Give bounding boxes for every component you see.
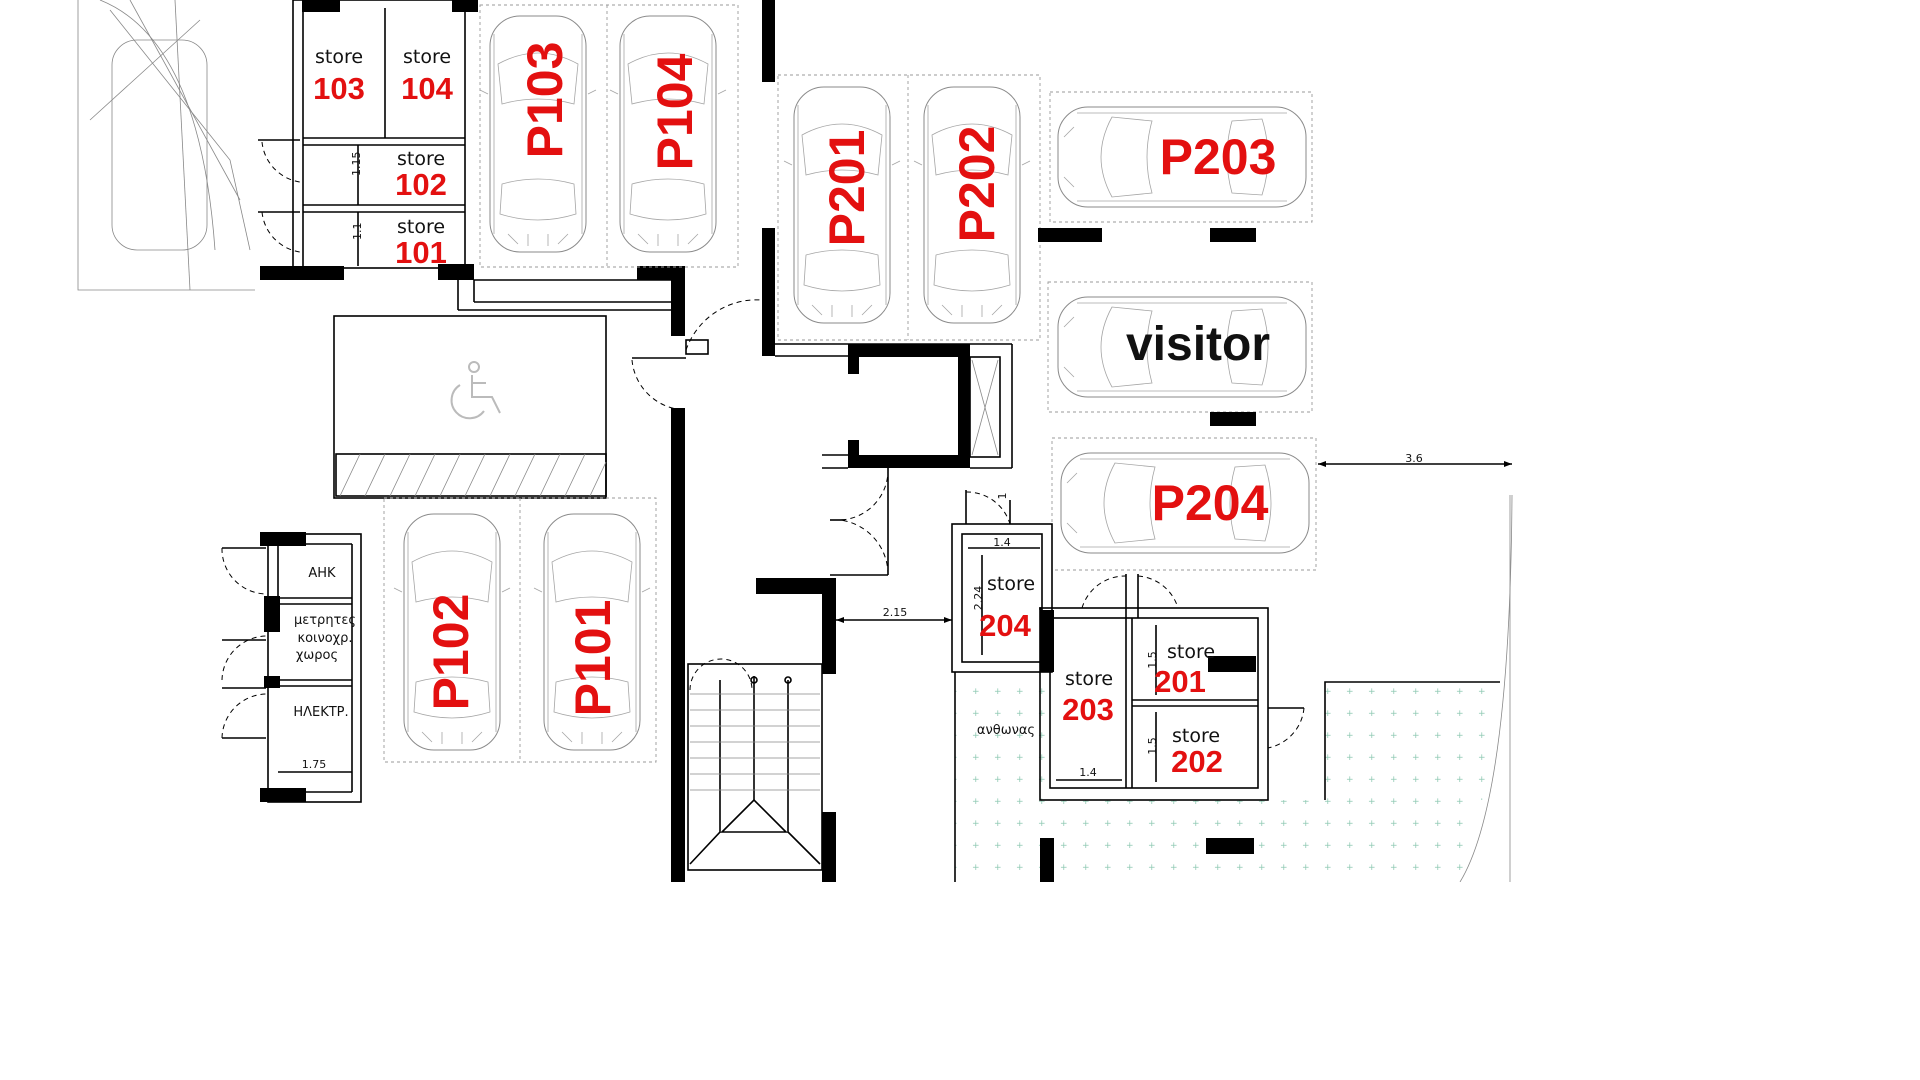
store-101-word: store xyxy=(397,216,445,238)
dim-2-24: 2.24 xyxy=(972,586,985,611)
store-201-word: store xyxy=(1167,641,1215,663)
store-204-word: store xyxy=(987,573,1035,595)
dim-2-15: 2.15 xyxy=(883,606,908,619)
wall xyxy=(762,228,775,356)
room-ahk: ΑΗΚ xyxy=(308,566,336,581)
dim-1-5-top: 1.5 xyxy=(1146,651,1159,669)
store-104-word: store xyxy=(403,46,451,68)
store-203-number: 203 xyxy=(1062,692,1114,727)
floor-plan: + 1.15 xyxy=(77,0,1513,882)
dim-1-1: 1.1 xyxy=(351,223,364,241)
dim-1-4-bottom: 1.4 xyxy=(1079,766,1097,779)
parking-p201: P201 xyxy=(819,130,875,247)
staircase xyxy=(687,658,823,871)
utility-rooms xyxy=(221,532,362,803)
store-103-word: store xyxy=(315,46,363,68)
garden-label: ανθωνας xyxy=(977,723,1035,738)
dim-1-4-top: 1.4 xyxy=(993,536,1011,549)
dim-1-15: 1.15 xyxy=(350,152,363,177)
parking-visitor: visitor xyxy=(1126,318,1270,371)
store-202-number: 202 xyxy=(1171,744,1223,779)
room-electric: ΗΛΕΚΤΡ. xyxy=(293,705,348,720)
parking-p101: P101 xyxy=(565,600,621,717)
store-201-number: 201 xyxy=(1154,664,1206,699)
parking-p202: P202 xyxy=(949,126,1005,243)
wheelchair-icon xyxy=(450,361,501,420)
parking-p104: P104 xyxy=(647,53,703,170)
room-meters-line1: μετρητες xyxy=(294,613,356,628)
room-meters-line3: χωρος xyxy=(296,648,338,663)
store-103-number: 103 xyxy=(313,71,365,106)
parking-p103: P103 xyxy=(517,42,573,159)
parking-p102: P102 xyxy=(423,594,479,711)
store-204-number: 204 xyxy=(979,608,1031,643)
dim-1-75: 1.75 xyxy=(302,758,327,771)
store-104-number: 104 xyxy=(401,71,453,106)
wall xyxy=(762,0,775,82)
garden-area xyxy=(1050,800,1470,882)
store-202-word: store xyxy=(1172,725,1220,747)
lift-core xyxy=(775,343,1013,576)
dim-3-6: 3.6 xyxy=(1405,452,1423,465)
parking-p203: P203 xyxy=(1160,129,1277,185)
dim-1-5-bottom: 1.5 xyxy=(1146,737,1159,755)
stores-block-200 xyxy=(1039,574,1305,801)
dim-1: 1 xyxy=(996,493,1009,500)
room-meters-line2: κοινοχρ. xyxy=(297,631,352,646)
store-203-word: store xyxy=(1065,668,1113,690)
store-101-number: 101 xyxy=(395,235,447,270)
hatched-zone xyxy=(335,453,607,497)
parking-p204: P204 xyxy=(1152,475,1269,531)
store-102-word: store xyxy=(397,148,445,170)
store-102-number: 102 xyxy=(395,167,447,202)
garden-area xyxy=(955,672,1050,882)
stores-block-100: 1.15 1.1 xyxy=(258,0,685,336)
garden-area xyxy=(1325,682,1500,800)
